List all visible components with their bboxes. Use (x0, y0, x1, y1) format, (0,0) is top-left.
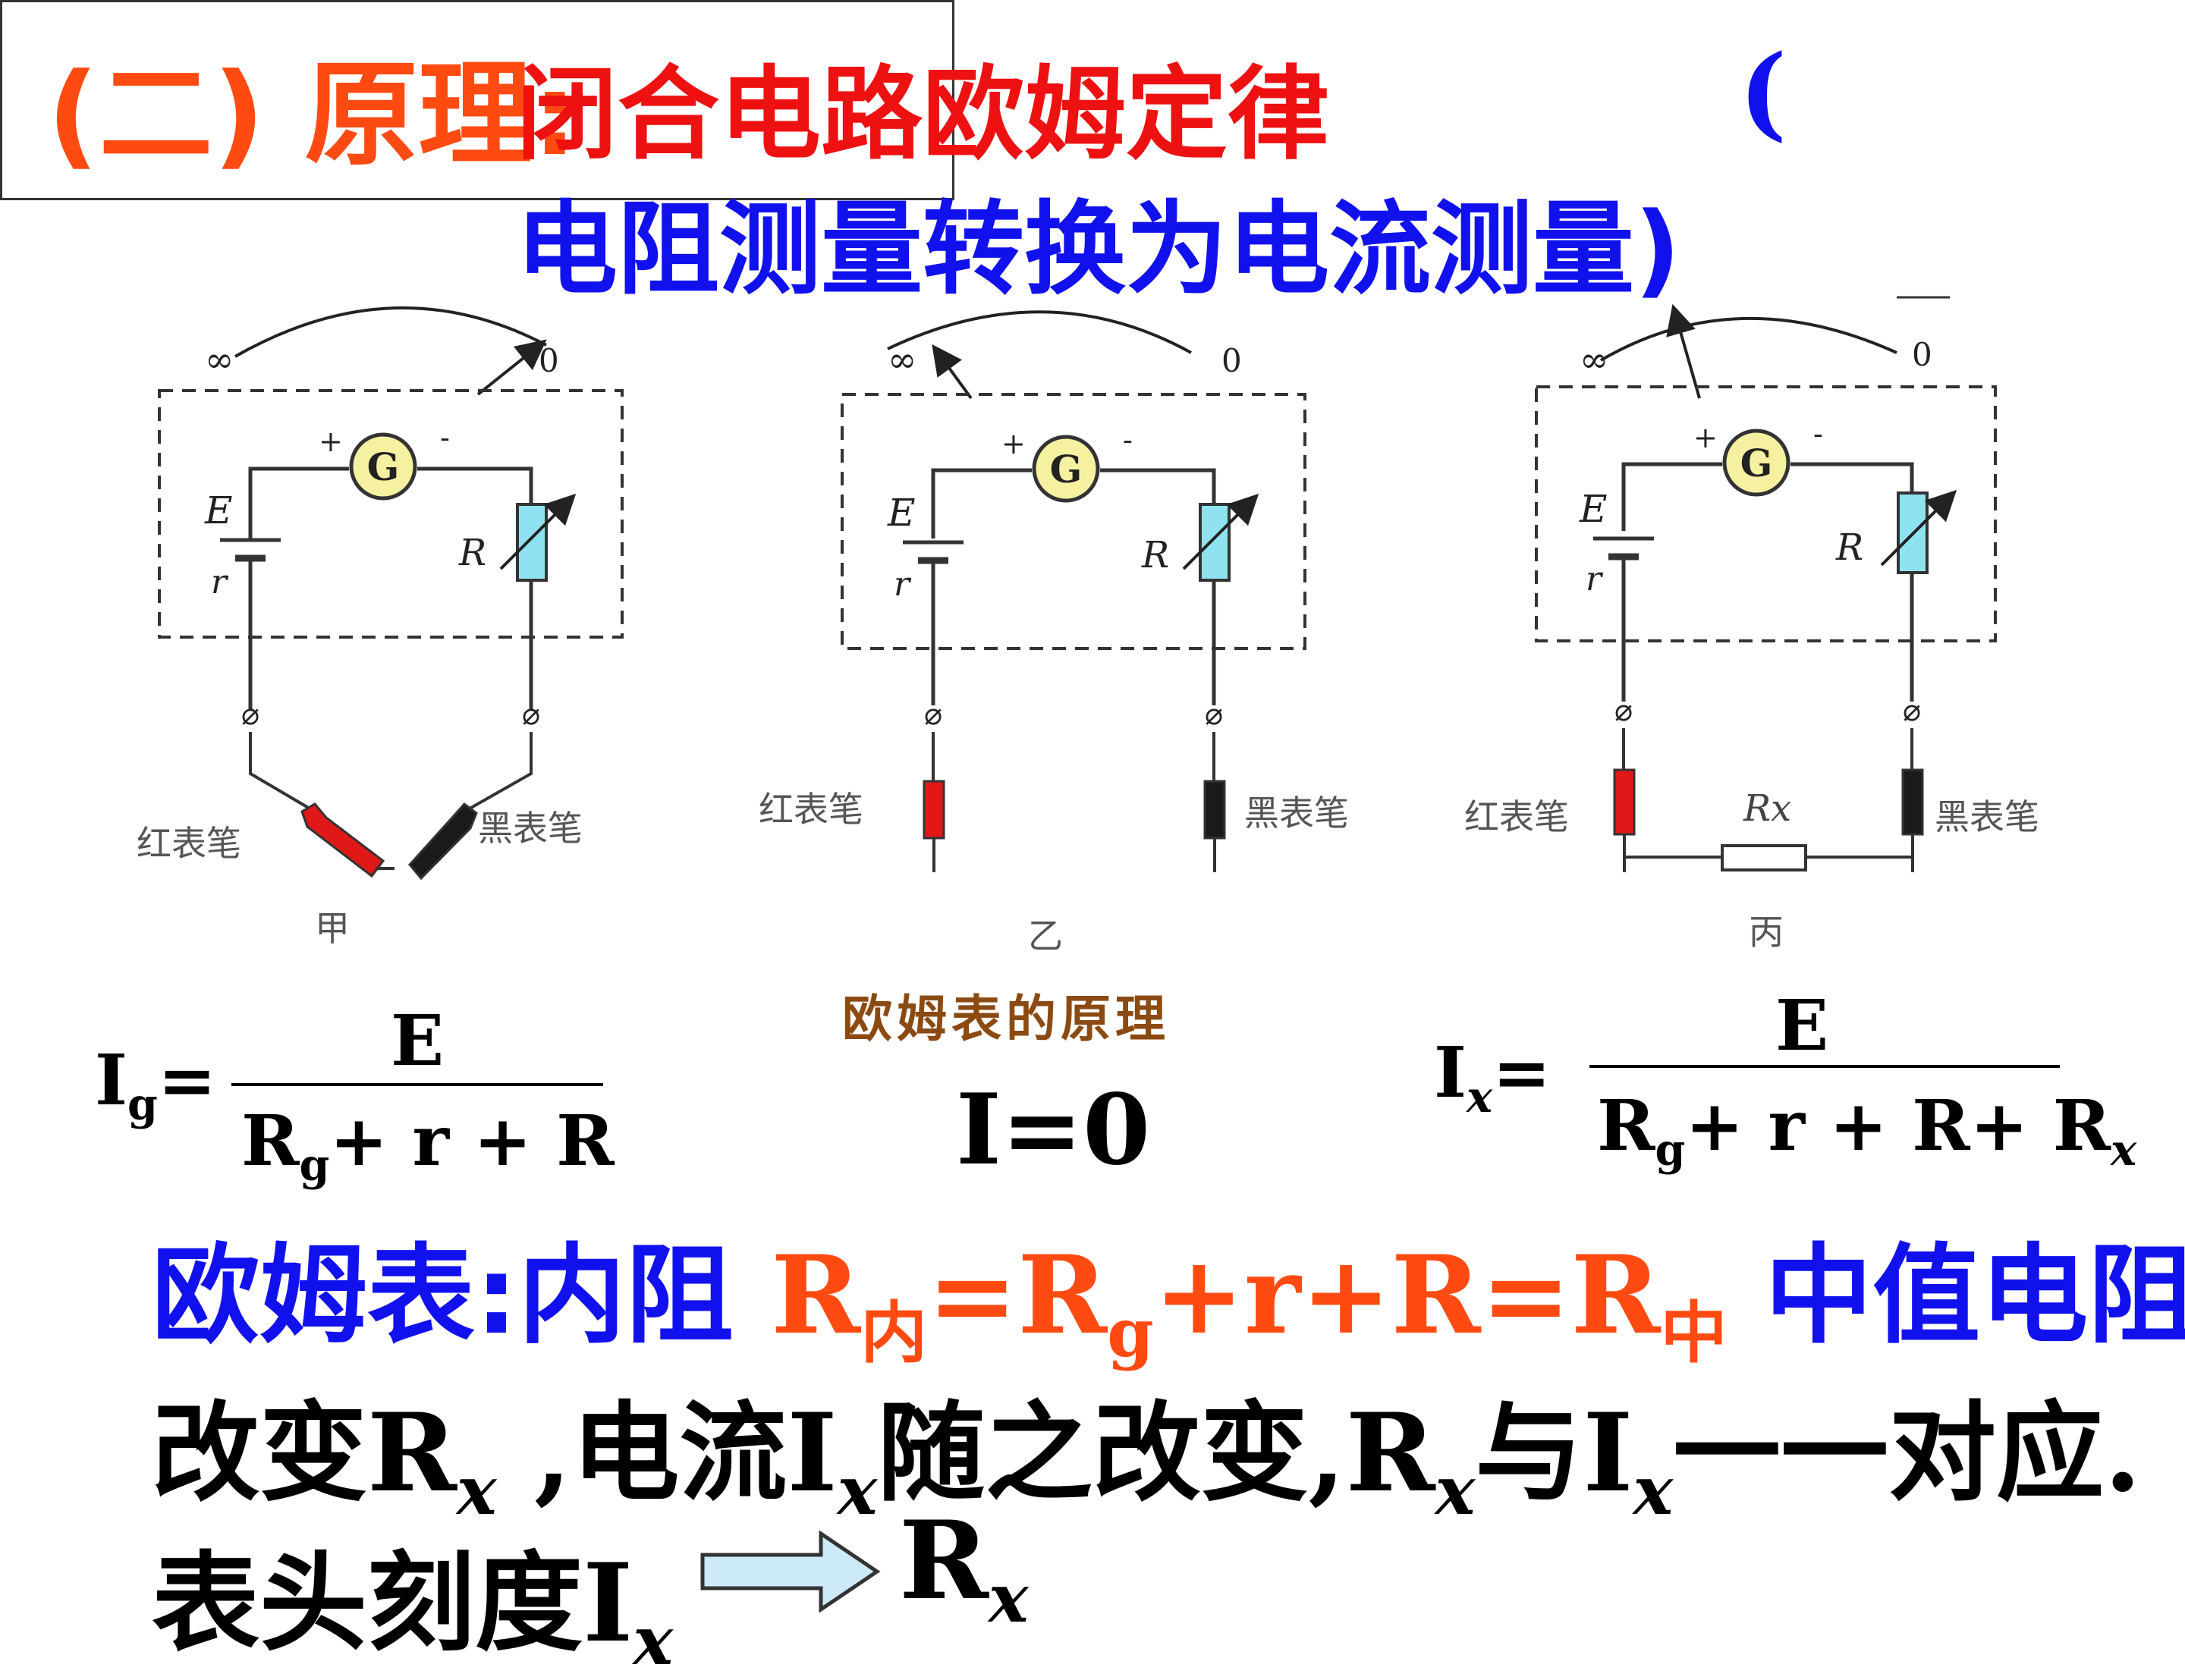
formula-ig-fraction-bar (231, 1083, 603, 1086)
galvanometer-label: G (367, 444, 400, 489)
minus-sign: - (440, 421, 450, 454)
red-probe (1613, 768, 1636, 836)
infinity-label: ∞ (888, 339, 916, 380)
black-probe (1203, 780, 1226, 840)
rheostat-label: R (458, 532, 486, 574)
formula-ig-denominator: Rg+ r + R (241, 1100, 615, 1191)
terminal-left: ⌀ (924, 697, 942, 732)
galvanometer-label: G (1740, 441, 1773, 485)
galvanometer (1032, 435, 1100, 503)
meter-box (1535, 385, 1997, 642)
terminal-left: ⌀ (241, 697, 259, 732)
scale-rx: Rx (899, 1498, 1029, 1638)
internal-r-label: r (894, 565, 912, 604)
sub-title: 电阻测量转换为电流测量) (516, 190, 1681, 309)
meter-box (841, 393, 1306, 650)
black-probe (1901, 768, 1924, 836)
formula-ix-denominator: Rg+ r + R+ Rx (1597, 1085, 2137, 1176)
diagram-caption: 欧姆表的原理 (842, 989, 1170, 1048)
zero-label: 0 (539, 342, 559, 379)
pointer-needle (932, 344, 973, 400)
internal-r-label: r (211, 563, 229, 601)
rx-resistor (1721, 844, 1807, 871)
panel-bing: ∞ 0 G + - E r R ⌀ ⌀ Rx 红表笔 黑表笔 丙 (1464, 296, 2039, 953)
formula-ig-lhs: Ig= (95, 1039, 217, 1130)
galvanometer (1722, 429, 1790, 497)
zero-label: 0 (1221, 342, 1242, 379)
rheostat (516, 503, 548, 582)
red-probe (923, 780, 945, 840)
terminal-left: ⌀ (1614, 693, 1633, 728)
black-probe (408, 802, 478, 881)
pointer-needle (1666, 303, 1701, 399)
title-box (0, 0, 954, 200)
terminal-right: ⌀ (1205, 697, 1223, 732)
red-probe-label: 红表笔 (137, 823, 241, 864)
terminal-right: ⌀ (522, 697, 540, 732)
black-probe-label: 黑表笔 (1244, 793, 1349, 834)
scale-conversion-line: 表头刻度Ix (152, 1540, 673, 1680)
red-probe (300, 802, 385, 878)
conversion-arrow-icon (700, 1531, 881, 1612)
scale-arc (1599, 316, 1897, 362)
pointer-needle (476, 339, 547, 396)
formula-ix-lhs: Ix= (1434, 1032, 1552, 1123)
red-probe-label: 红表笔 (759, 789, 863, 830)
main-title: 闭合电路欧姆定律 (516, 55, 1330, 174)
panel-name: 甲 (315, 908, 350, 949)
emf-label: E (1579, 487, 1608, 531)
plus-sign: + (1001, 427, 1026, 460)
formula-ix-numerator: E (1775, 984, 1829, 1066)
galvanometer-label: G (1050, 447, 1083, 491)
red-probe-label: 红表笔 (1464, 796, 1569, 837)
plus-sign: + (1693, 421, 1718, 454)
infinity-label: ∞ (1580, 339, 1608, 380)
rheostat-label: R (1141, 534, 1169, 576)
panel-jia: ∞ 0 G + - E r R ⌀ ⌀ 红表笔 黑表笔 甲 (137, 306, 624, 949)
section-title: (二) 原理: (47, 49, 578, 181)
rx-ix-correspondence-line: 改变Rx ,电流Ix随之改变,Rx与Ix一一对应. (152, 1390, 2142, 1530)
rx-label: Rx (1743, 787, 1791, 830)
zero-label: 0 (1912, 336, 1932, 373)
panel-name: 丙 (1749, 912, 1784, 953)
formula-ix-fraction-bar (1589, 1065, 2060, 1068)
infinity-label: ∞ (205, 339, 234, 380)
formula-ig-numerator: E (391, 1000, 445, 1082)
minus-sign: - (1813, 417, 1823, 451)
scale-arc (234, 306, 547, 358)
emf-label: E (204, 488, 233, 532)
formula-i-zero: I=0 (956, 1073, 1151, 1187)
black-probe-label: 黑表笔 (1935, 796, 2039, 837)
ohmmeter-diagrams: ∞ 0 G + - E r R ⌀ ⌀ 红表笔 黑表笔 甲 ∞ 0 (137, 296, 2039, 956)
galvanometer (349, 432, 417, 501)
scale-arc (887, 310, 1192, 354)
emf-label: E (887, 491, 916, 535)
panel-name: 乙 (1028, 915, 1063, 956)
title-paren-open: ( (1739, 32, 1787, 152)
minus-sign: - (1123, 423, 1133, 457)
meter-box (158, 389, 624, 639)
plus-sign: + (319, 425, 343, 458)
panel-yi: ∞ 0 G + - E r R ⌀ ⌀ 红表笔 黑表笔 乙 (759, 310, 1349, 956)
terminal-right: ⌀ (1903, 693, 1921, 728)
internal-r-label: r (1586, 560, 1604, 598)
rheostat (1199, 503, 1231, 582)
rheostat-label: R (1835, 526, 1863, 569)
black-probe-label: 黑表笔 (478, 808, 583, 849)
ohmmeter-internal-resistance-line: 欧姆表:内阻 R内=Rg+r+R=R中 中值电阻 (152, 1233, 2185, 1372)
